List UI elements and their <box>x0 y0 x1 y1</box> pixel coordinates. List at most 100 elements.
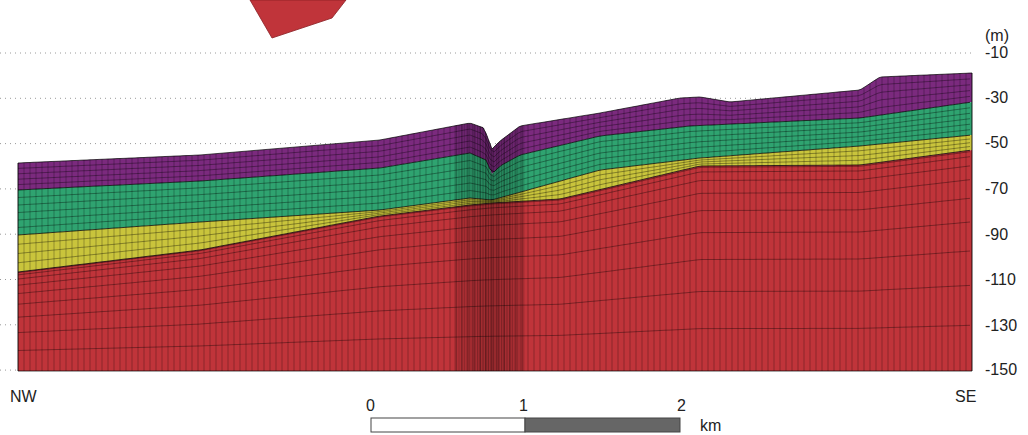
mesh-stroke <box>738 101 739 371</box>
mesh-stroke <box>438 129 439 371</box>
mesh-stroke <box>126 158 127 371</box>
mesh-stroke <box>474 125 475 372</box>
mesh-stroke <box>252 151 253 371</box>
mesh-stroke <box>444 128 445 371</box>
mesh-stroke <box>870 84 871 372</box>
layer-mesh <box>18 73 972 371</box>
mesh-stroke <box>396 137 397 371</box>
mesh-stroke <box>222 153 223 371</box>
depth-tick: -50 <box>985 135 1008 151</box>
mesh-stroke <box>18 198 970 293</box>
mesh-stroke <box>432 130 433 371</box>
mesh-stroke <box>648 104 649 371</box>
section-outline <box>18 73 972 371</box>
mesh-stroke <box>654 103 655 371</box>
mesh-stroke <box>511 133 512 371</box>
scale-bar <box>371 418 680 432</box>
mesh-stroke <box>756 100 757 371</box>
mesh-stroke <box>18 91 970 180</box>
mesh-stroke <box>630 107 631 371</box>
depth-tick: -150 <box>985 362 1017 378</box>
mesh-stroke <box>492 149 493 371</box>
mesh-stroke <box>678 98 679 371</box>
mesh-stroke <box>78 160 79 371</box>
mesh-stroke <box>786 97 787 371</box>
mesh-stroke <box>192 155 193 371</box>
mesh-stroke <box>485 132 486 371</box>
mesh-stroke <box>822 94 823 371</box>
mesh-stroke <box>834 92 835 371</box>
mesh-stroke <box>600 113 601 371</box>
mesh-stroke <box>517 128 518 371</box>
mesh-stroke <box>708 98 709 371</box>
mesh-stroke <box>18 325 970 350</box>
mesh-stroke <box>360 142 361 371</box>
mesh-stroke <box>461 125 462 371</box>
scale-tick: 1 <box>519 398 528 414</box>
mesh-stroke <box>858 90 859 371</box>
mesh-stroke <box>186 156 187 371</box>
mesh-stroke <box>864 87 865 371</box>
mesh-stroke <box>30 162 31 371</box>
mesh-stroke <box>18 150 970 272</box>
mesh-stroke <box>330 144 331 371</box>
mesh-stroke <box>696 97 697 371</box>
mesh-stroke <box>636 106 637 371</box>
mesh-stroke <box>144 157 145 371</box>
mesh-stroke <box>288 148 289 371</box>
mesh-stroke <box>258 150 259 371</box>
mesh-stroke <box>336 144 337 371</box>
mesh-stroke <box>918 75 919 371</box>
mesh-stroke <box>18 139 970 244</box>
mesh-stroke <box>912 76 913 371</box>
mesh-stroke <box>523 125 524 371</box>
mesh-stroke <box>888 77 889 371</box>
depth-tick: -90 <box>985 227 1008 243</box>
mesh-stroke <box>378 140 379 371</box>
mesh-stroke <box>294 147 295 371</box>
mesh-stroke <box>475 125 476 371</box>
mesh-stroke <box>750 100 751 371</box>
mesh-stroke <box>312 146 313 371</box>
mesh-stroke <box>42 162 43 371</box>
mesh-stroke <box>276 149 277 371</box>
mesh-stroke <box>477 126 478 371</box>
mesh-stroke <box>18 79 970 168</box>
mesh-stroke <box>198 155 199 371</box>
mesh-stroke <box>576 117 577 371</box>
mesh-stroke <box>472 124 473 371</box>
mesh-stroke <box>506 136 507 371</box>
mesh-stroke <box>474 124 475 371</box>
mesh-stroke <box>468 123 469 371</box>
mesh-stroke <box>342 143 343 371</box>
mesh-stroke <box>108 159 109 371</box>
mesh-stroke <box>458 125 459 371</box>
mesh-stroke <box>552 121 553 371</box>
mesh-stroke <box>732 102 733 371</box>
mesh-stroke <box>72 161 73 371</box>
mesh-stroke <box>228 153 229 371</box>
mesh-stroke <box>174 156 175 371</box>
direction-label: SE <box>955 389 976 405</box>
mesh-stroke <box>882 77 883 371</box>
mesh-stroke <box>516 129 517 371</box>
mesh-stroke <box>120 159 121 371</box>
mesh-stroke <box>467 123 468 371</box>
mesh-stroke <box>491 148 492 371</box>
mesh-stroke <box>455 126 456 371</box>
mesh-stroke <box>18 285 970 332</box>
mesh-stroke <box>498 143 499 371</box>
mesh-stroke <box>210 154 211 371</box>
depth-tick: -110 <box>985 272 1016 288</box>
mesh-stroke <box>942 74 943 371</box>
mesh-stroke <box>726 101 727 371</box>
mesh-stroke <box>48 162 49 371</box>
mesh-stroke <box>966 73 967 371</box>
mesh-stroke <box>414 134 415 371</box>
mesh-stroke <box>18 130 970 228</box>
mesh-stroke <box>522 126 523 371</box>
mesh-stroke <box>372 141 373 371</box>
mesh-stroke <box>390 138 391 371</box>
mesh-stroke <box>876 80 877 371</box>
